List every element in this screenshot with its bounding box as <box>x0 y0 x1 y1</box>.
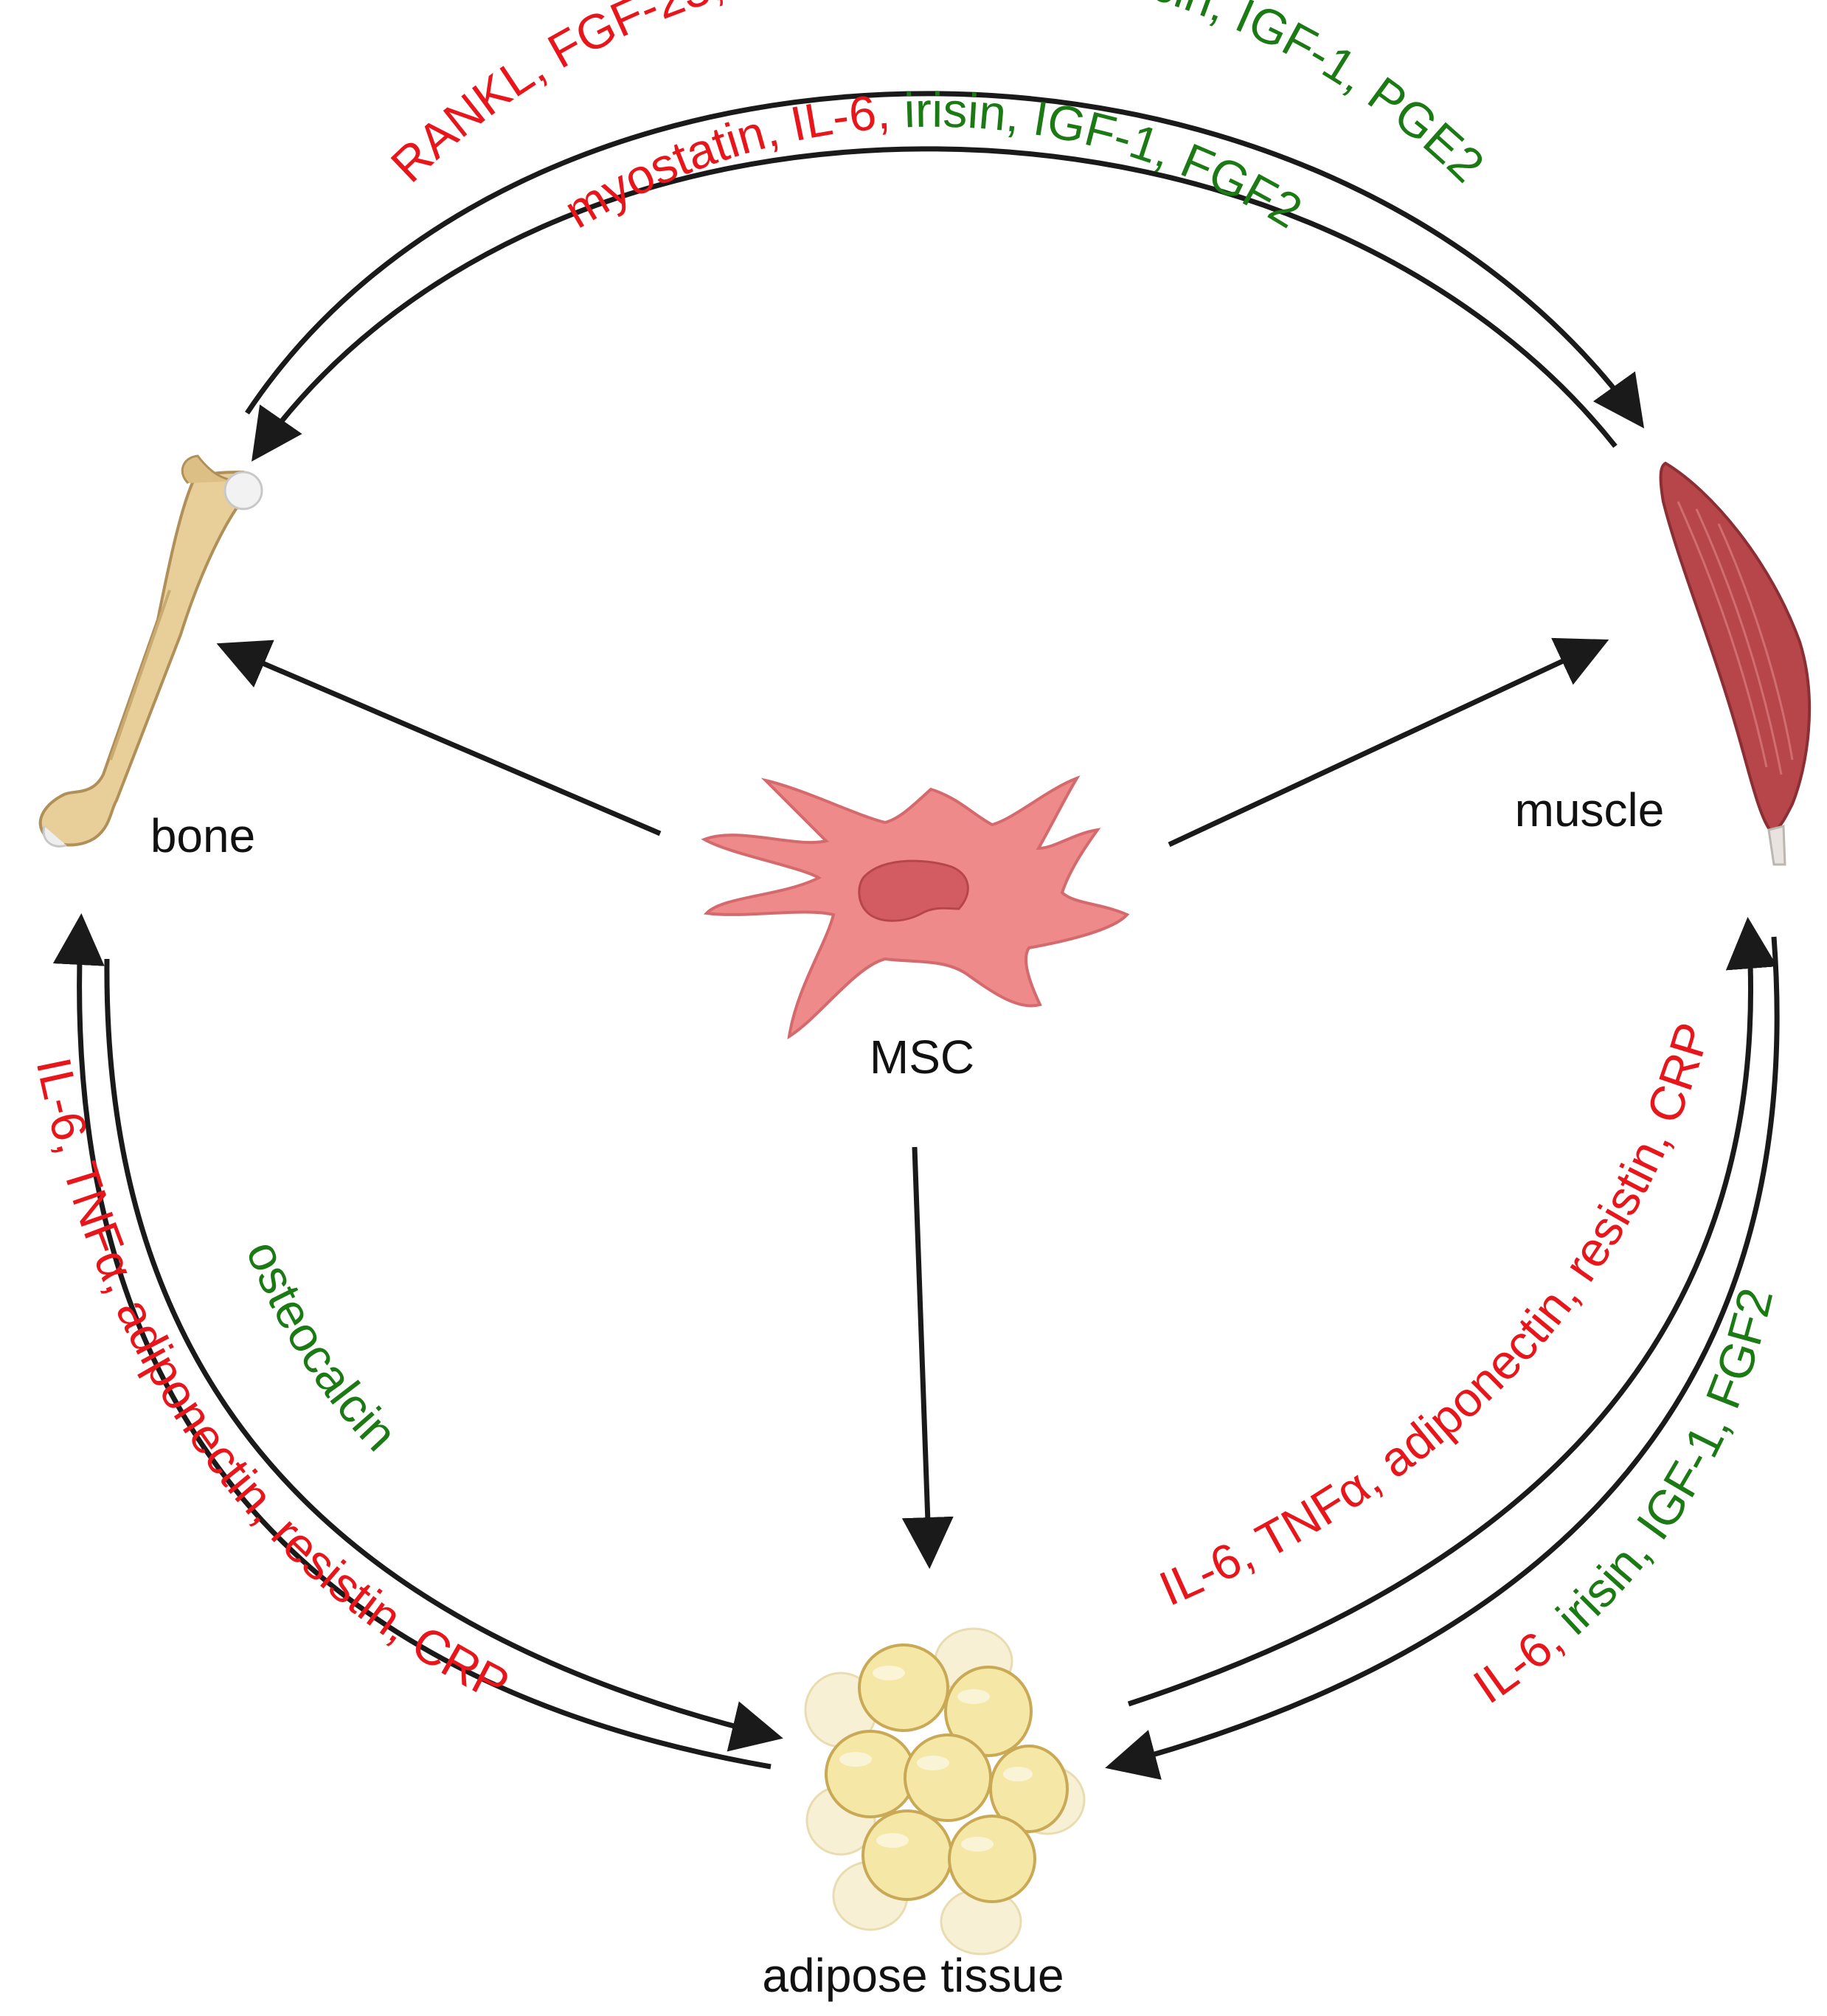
factor-segment-stimulatory: irisin, IGF-1, FGF2 <box>1546 1283 1783 1644</box>
muscle-label: muscle <box>1515 783 1665 836</box>
msc-label: MSC <box>870 1030 974 1084</box>
factor-segment-stimulatory: irisin, IGF-1, FGF2 <box>903 83 1311 239</box>
factor-segment-stimulatory: osteocalcin <box>236 1233 408 1461</box>
arrow-msc-to-bone <box>216 640 662 836</box>
adipocyte-cluster-icon <box>804 1627 1086 1956</box>
arrow-bone-to-adipose <box>104 958 783 1752</box>
adipose-label: adipose tissue <box>762 1949 1064 2002</box>
factor-segment-inhibitory: myostatin, IL-6, <box>555 83 906 239</box>
arrow-muscle-to-bone <box>252 146 1618 462</box>
arrow-adipose-to-bone <box>52 913 772 1770</box>
adipose-to-bone-factors: IL-6, TNFα, adiponectin, resistin, CRP <box>27 1053 518 1712</box>
arrow-adipose-to-muscle <box>1127 917 1778 1707</box>
bone-icon <box>38 454 263 848</box>
arrow-msc-to-muscle <box>1168 637 1609 848</box>
factor-segment-inhibitory: IL-6, TNFα, adiponectin, resistin, CRP <box>27 1053 518 1712</box>
arrow-bone-to-muscle <box>245 91 1645 429</box>
arrow-muscle-to-adipose <box>1105 936 1780 1780</box>
muscle-to-bone-factors: myostatin, IL-6, irisin, IGF-1, FGF2 <box>555 83 1311 239</box>
arrow-msc-to-adipose <box>901 1146 954 1569</box>
bone-label: bone <box>150 809 255 862</box>
bone-to-adipose-factors: osteocalcin <box>236 1233 408 1461</box>
muscle-icon <box>1659 461 1812 866</box>
stem-cell-icon <box>701 775 1130 1040</box>
